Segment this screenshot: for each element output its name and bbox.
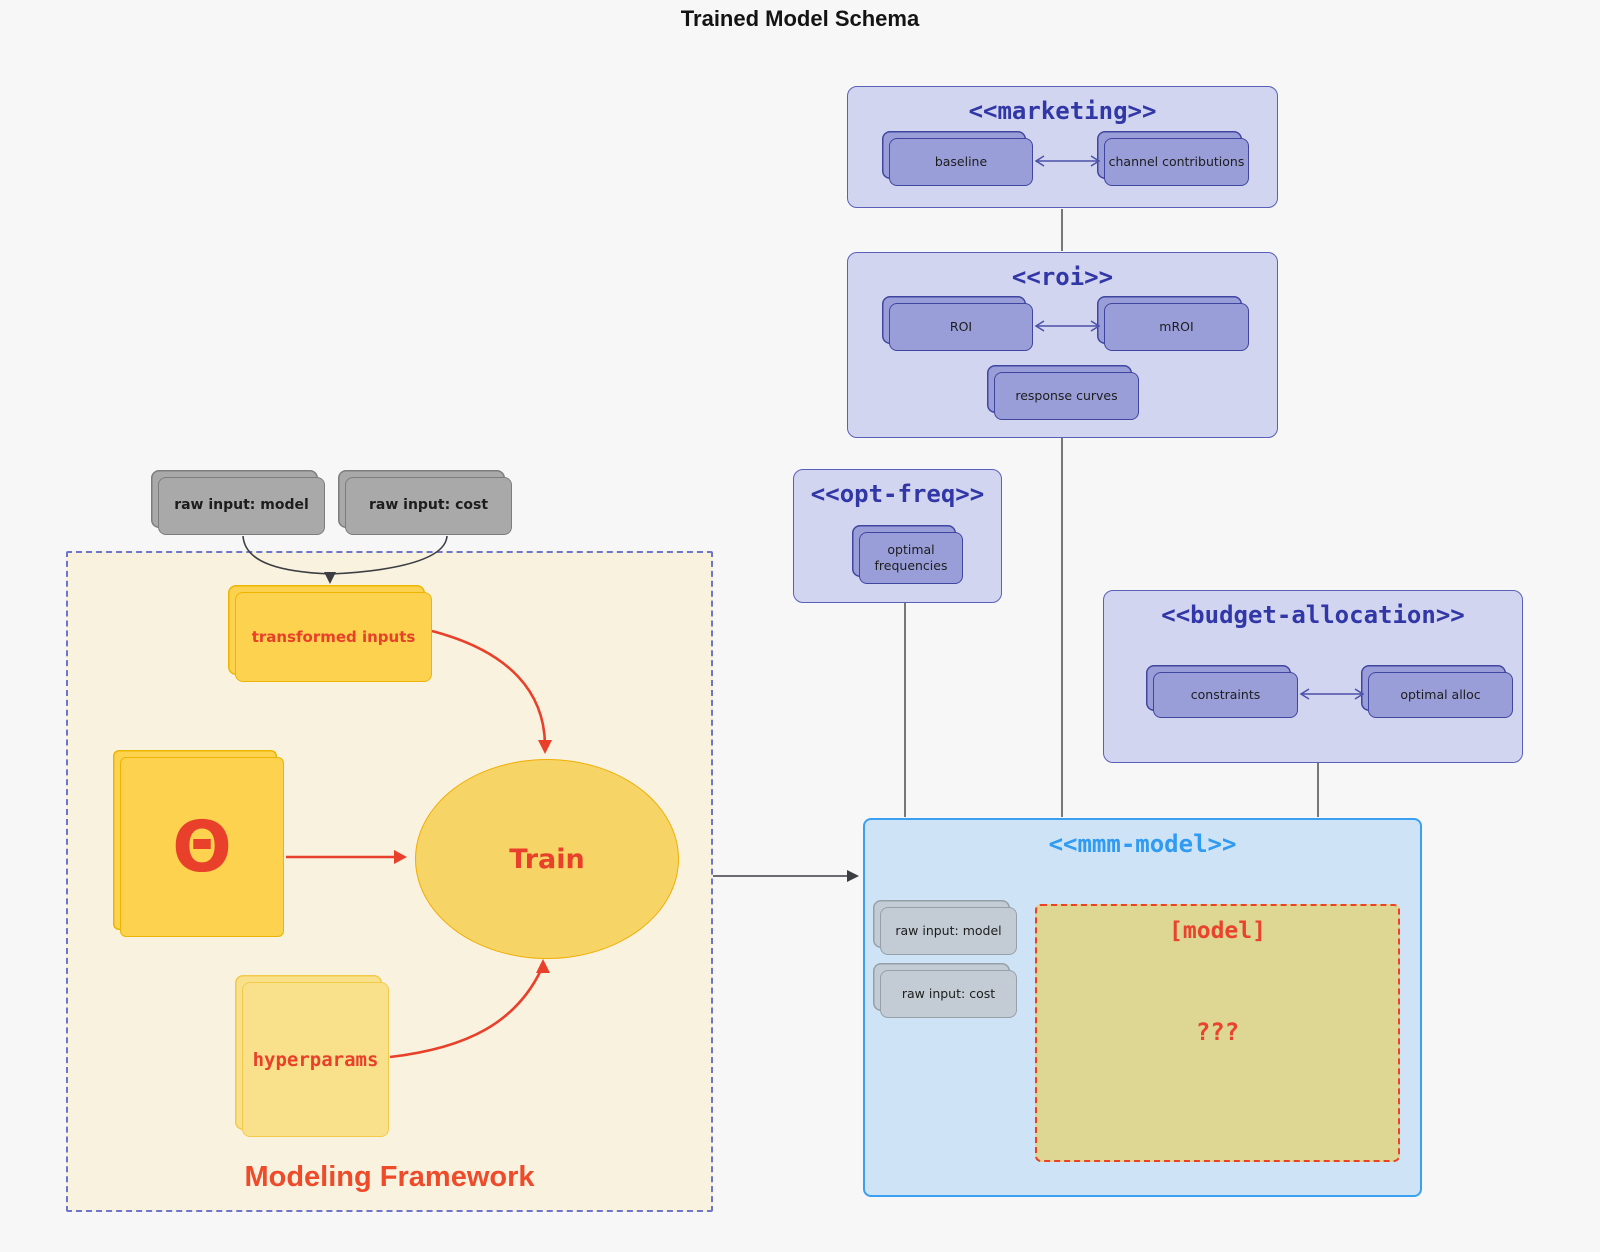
group-budget-allocation: <<budget-allocation>> constraints optima… <box>1103 590 1523 763</box>
page-title: Trained Model Schema <box>680 6 920 31</box>
group-roi: <<roi>> ROI mROI response curves <box>847 252 1278 438</box>
node-optimal-frequencies: optimal frequencies <box>859 532 963 584</box>
node-roi: ROI <box>889 303 1033 351</box>
node-mroi: mROI <box>1104 303 1249 351</box>
node-model-placeholder: [model] ??? <box>1035 904 1400 1162</box>
node-response-curves: response curves <box>994 372 1139 420</box>
node-train: Train <box>415 759 679 959</box>
group-marketing: <<marketing>> baseline channel contribut… <box>847 86 1278 208</box>
group-modeling-framework: transformed inputs Θ Train hyperparams M… <box>66 551 713 1212</box>
model-placeholder-unknown: ??? <box>1195 1018 1240 1046</box>
group-mmm-model: <<mmm-model>> raw input: model raw input… <box>863 818 1422 1197</box>
group-budget-allocation-title: <<budget-allocation>> <box>1161 601 1465 629</box>
modeling-framework-label: Modeling Framework <box>244 1161 535 1193</box>
group-roi-title: <<roi>> <box>1011 263 1114 291</box>
node-mmm-raw-input-model: raw input: model <box>880 907 1017 955</box>
node-hyperparams: hyperparams <box>242 982 389 1137</box>
group-marketing-title: <<marketing>> <box>968 97 1157 125</box>
node-raw-input-model: raw input: model <box>158 477 325 535</box>
node-transformed-inputs: transformed inputs <box>235 592 432 682</box>
node-baseline: baseline <box>889 138 1033 186</box>
node-mmm-raw-input-cost: raw input: cost <box>880 970 1017 1018</box>
arrowhead-into-mmm <box>847 870 859 882</box>
group-opt-freq-title: <<opt-freq>> <box>810 480 985 508</box>
node-constraints: constraints <box>1153 672 1298 718</box>
model-placeholder-label: [model] <box>1169 918 1266 944</box>
node-channel-contributions: channel contributions <box>1104 138 1249 186</box>
group-mmm-model-title: <<mmm-model>> <box>1048 830 1237 858</box>
node-optimal-alloc: optimal alloc <box>1368 672 1513 718</box>
group-opt-freq: <<opt-freq>> optimal frequencies <box>793 469 1002 603</box>
node-raw-input-cost: raw input: cost <box>345 477 512 535</box>
node-theta: Θ <box>120 757 284 937</box>
